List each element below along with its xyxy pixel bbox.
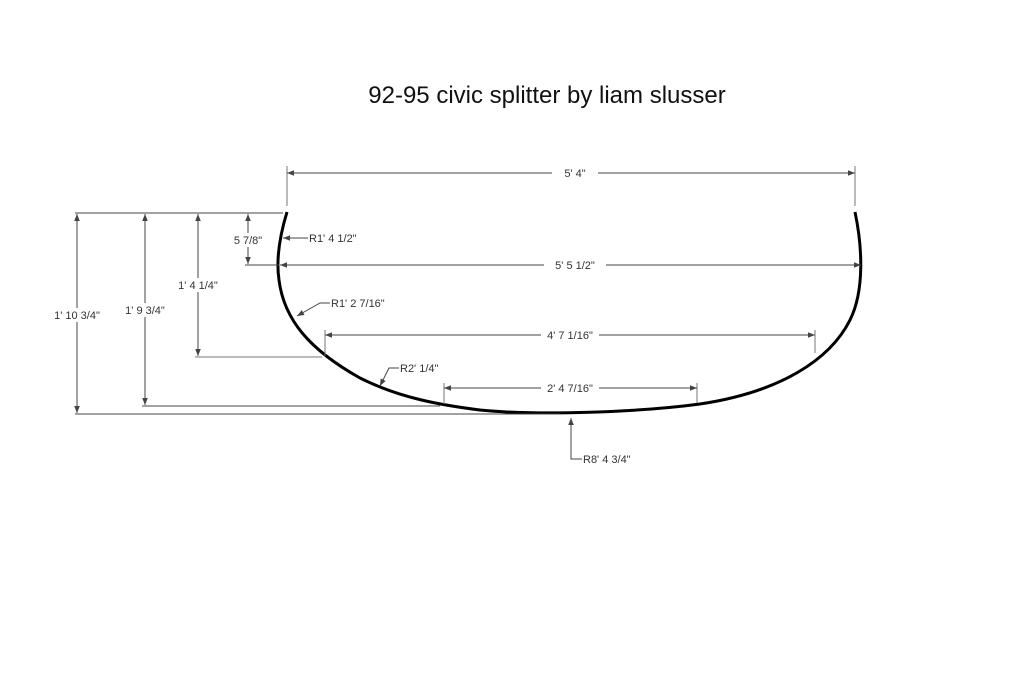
dimension-label: 5 7/8" (234, 235, 262, 247)
radius-label: R1' 2 7/16" (331, 298, 385, 310)
radius-label: R8' 4 3/4" (583, 454, 631, 466)
radius-label: R1' 4 1/2" (309, 233, 357, 245)
radius-front-arc: R8' 4 3/4" (568, 418, 631, 466)
dimension-label: 5' 4" (564, 168, 585, 180)
dimension-total-depth: 1' 10 3/4" (50, 214, 104, 413)
radius-upper-corner: R1' 4 1/2" (283, 233, 357, 245)
splitter-outline (276, 211, 863, 415)
dimension-top-width: 5' 4" (286, 166, 856, 206)
dimension-label: 1' 10 3/4" (54, 310, 100, 322)
dimension-mid-width: 4' 7 1/16" (324, 328, 816, 356)
dimension-depth-to-max-width: 5 7/8" (230, 214, 266, 264)
radius-label: R2' 1/4" (400, 363, 439, 375)
radius-transition: R2' 1/4" (379, 363, 439, 387)
dimension-label: 5' 5 1/2" (555, 260, 595, 272)
dimension-label: 1' 9 3/4" (125, 305, 165, 317)
drawing-title: 92-95 civic splitter by liam slusser (368, 82, 725, 109)
dimension-max-width: 5' 5 1/2" (280, 258, 861, 272)
dimension-label: 4' 7 1/16" (547, 330, 593, 342)
dimension-flat-width: 2' 4 7/16" (443, 381, 698, 404)
radius-lower-corner: R1' 2 7/16" (296, 298, 385, 317)
dimension-label: 2' 4 7/16" (547, 383, 593, 395)
dimension-depth-to-flat: 1' 9 3/4" (121, 214, 169, 405)
dimension-depth-to-mid-width: 1' 4 1/4" (174, 214, 222, 356)
dimension-label: 1' 4 1/4" (178, 280, 218, 292)
